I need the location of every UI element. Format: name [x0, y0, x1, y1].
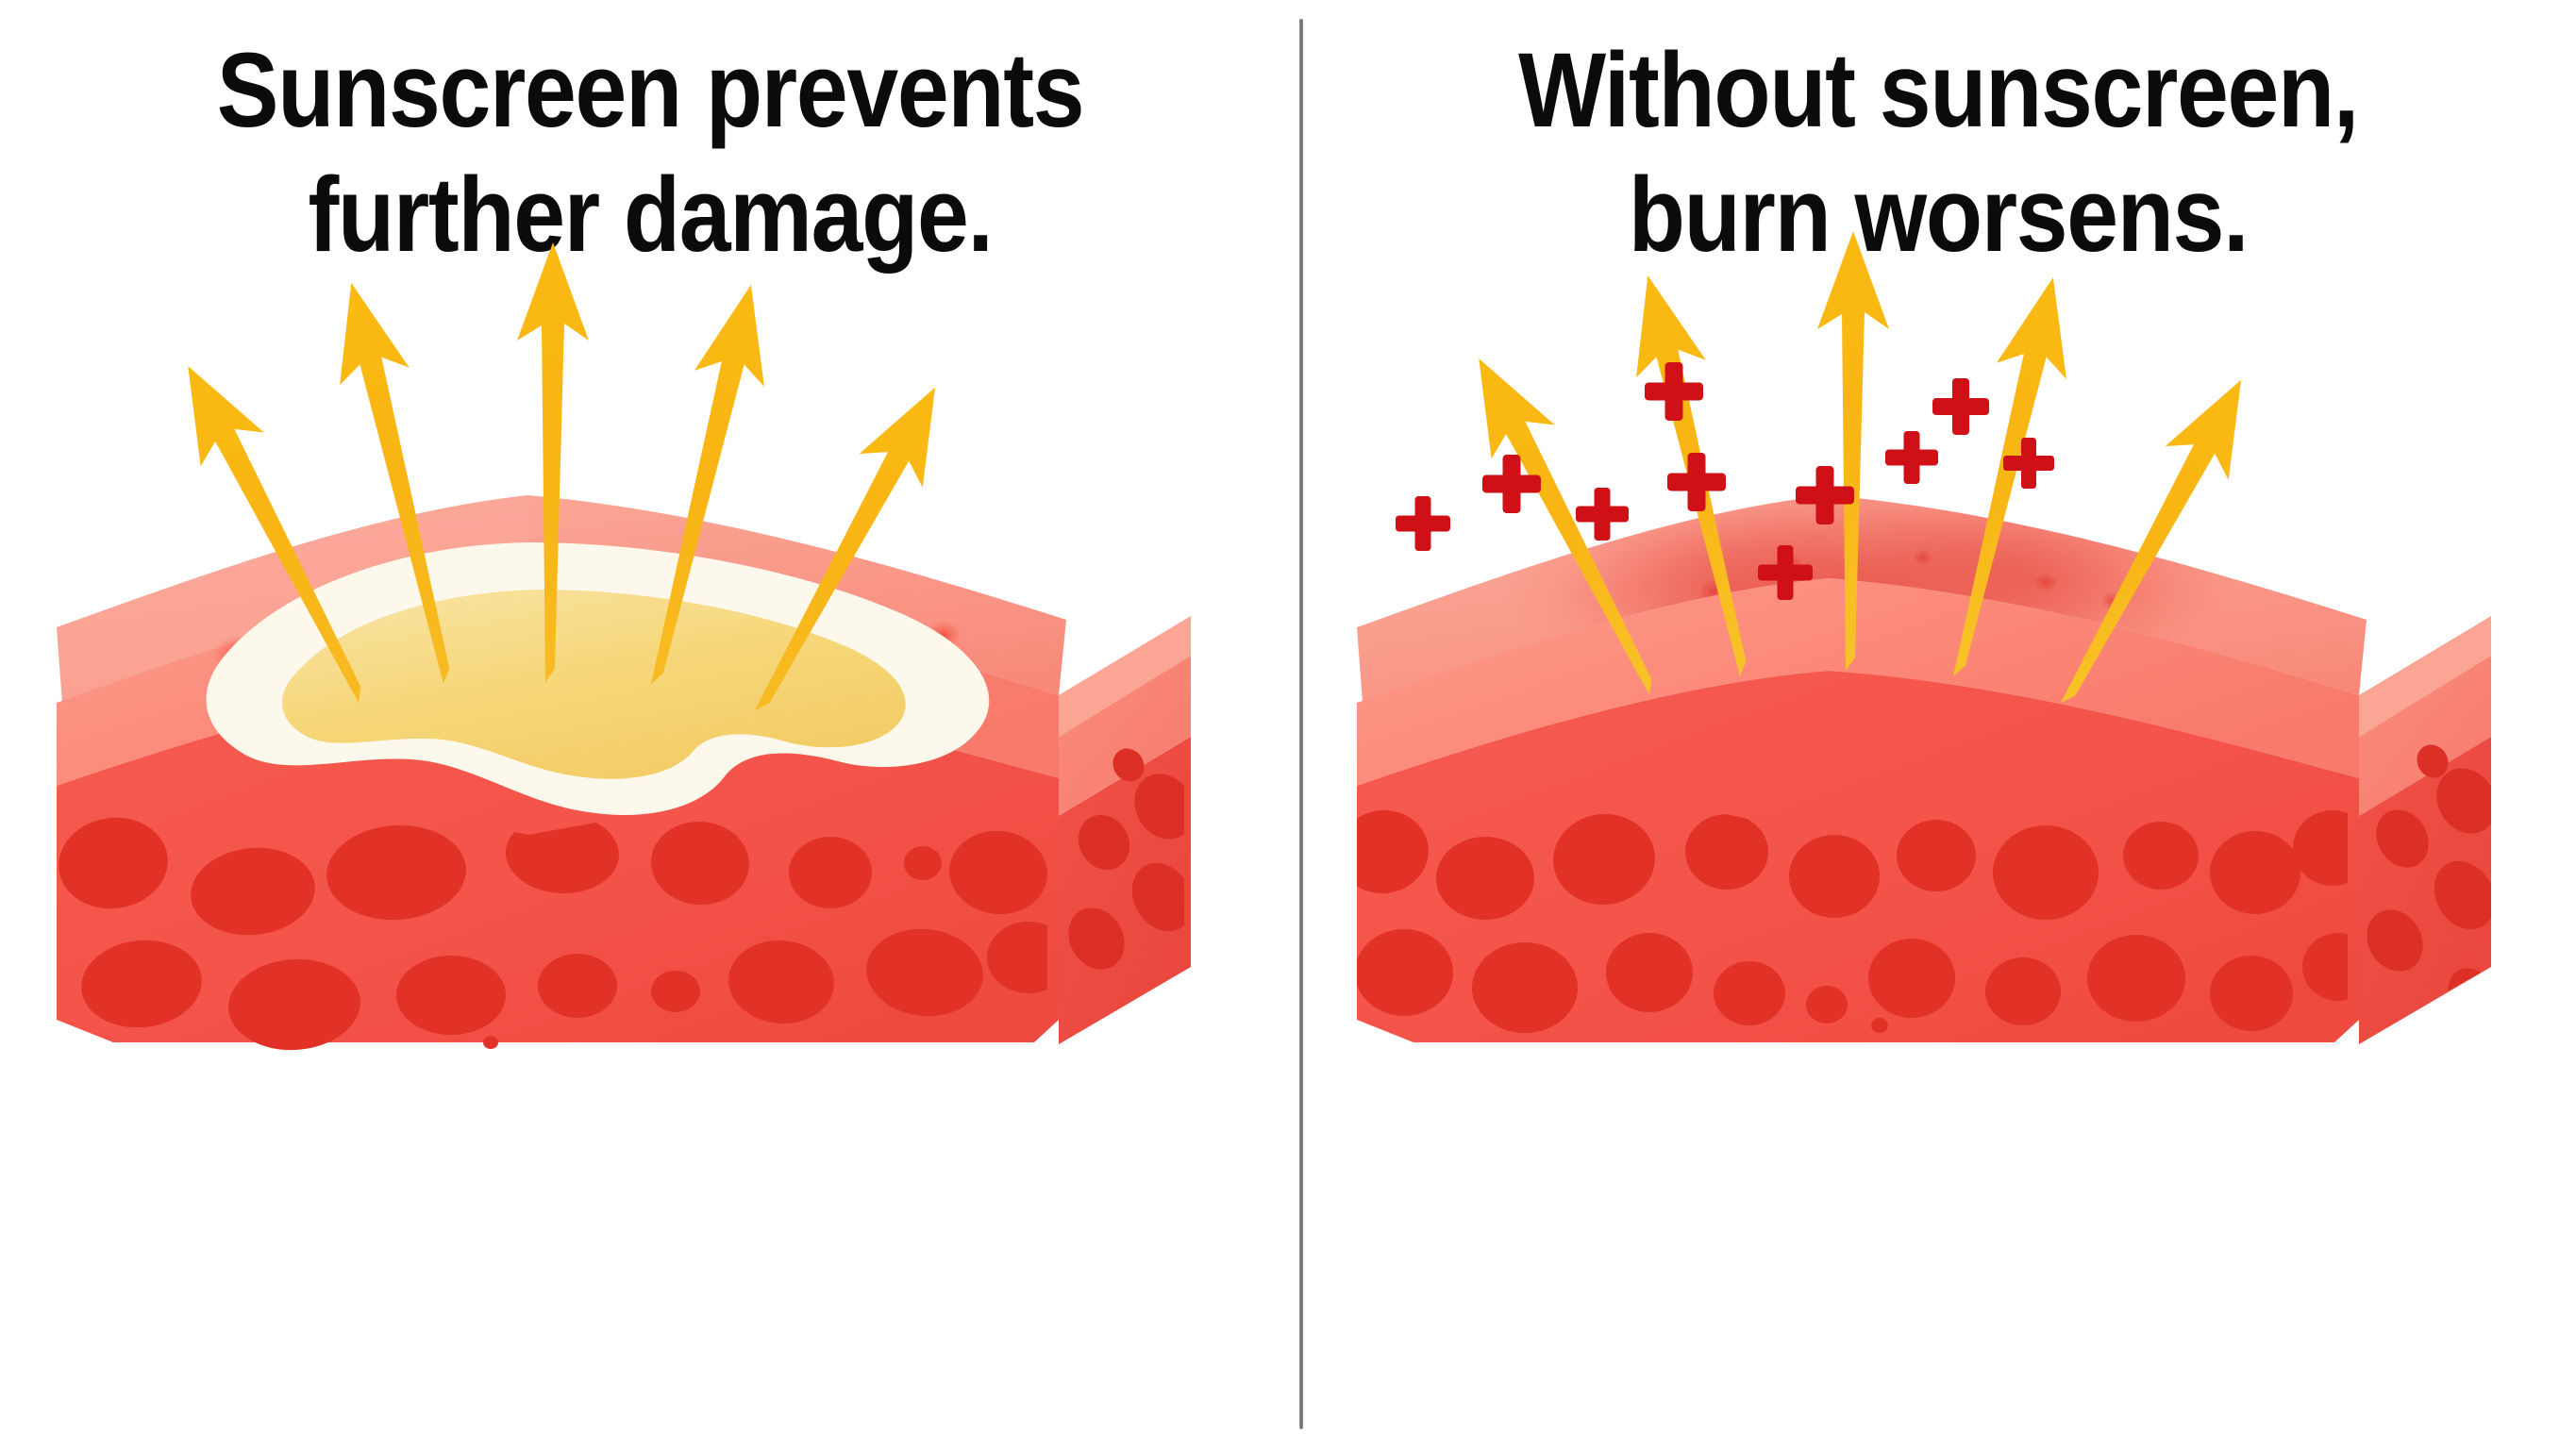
burn-plus-mark	[1396, 496, 1450, 551]
epidermis-band-side	[1059, 656, 1191, 816]
burn-plus-mark	[2003, 438, 2054, 489]
epidermis-band-side	[2359, 656, 2491, 816]
uv-arrows-group	[188, 242, 936, 710]
burn-plus-mark	[1796, 466, 1854, 524]
uv-arrow-penetrating	[1817, 231, 1889, 671]
burn-plus-mark	[1932, 378, 1989, 435]
burn-plus-mark	[1885, 431, 1938, 484]
panel-sunscreen-protected: Sunscreen prevents further damage.	[0, 31, 1300, 1439]
uv-arrow-reflected	[651, 284, 764, 684]
burn-plus-bar-vertical	[2021, 438, 2036, 489]
dermis-cell	[59, 813, 1047, 1051]
panel-divider	[1299, 19, 1303, 1429]
burn-plus-mark	[1667, 453, 1726, 511]
burn-plus-bar-vertical	[1952, 378, 1969, 435]
uv-arrow-penetrating	[1479, 358, 1652, 695]
epidermis-top-side	[1059, 616, 1191, 737]
dermis-cells-front-group	[1357, 809, 2348, 1033]
dermis-cell	[1357, 809, 2348, 1033]
dermis-cells-front-group	[59, 813, 1047, 1051]
burn-plus-bar-vertical	[1903, 431, 1920, 484]
burn-plus-bar-vertical	[1594, 488, 1611, 541]
skin-block-burned-svg	[1357, 231, 2491, 1044]
uv-arrow-reflected	[755, 387, 936, 710]
burn-plus-mark	[1758, 545, 1813, 600]
burn-plus-bar-vertical	[1687, 453, 1706, 511]
burn-plus-bar-vertical	[1664, 362, 1683, 421]
uv-arrow-penetrating	[2061, 379, 2242, 703]
panel-no-sunscreen-burned: Without sunscreen, burn worsens.	[1300, 0, 2576, 1448]
uv-arrow-reflected	[340, 283, 450, 684]
panel-left-heading: Sunscreen prevents further damage.	[216, 31, 1085, 275]
burn-plus-bar-vertical	[1815, 466, 1834, 524]
burn-plus-bar-vertical	[1502, 455, 1521, 513]
burn-plus-mark	[1482, 455, 1541, 513]
skin-block-protected-svg	[57, 242, 1191, 1051]
burn-plus-mark	[1645, 362, 1703, 421]
burn-plus-bar-vertical	[1414, 496, 1431, 551]
skin-cross-section-burned	[1300, 212, 2576, 1439]
burn-plus-mark	[1576, 488, 1629, 541]
uv-arrow-penetrating	[1953, 276, 2066, 676]
burn-marks-group	[1396, 362, 2054, 600]
uv-arrow-reflected	[517, 242, 589, 682]
burn-plus-bar-vertical	[1777, 545, 1794, 600]
uv-arrows-group	[1479, 231, 2242, 703]
panel-right-heading: Without sunscreen, burn worsens.	[1518, 31, 2359, 275]
epidermis-top-side	[2359, 616, 2491, 737]
skin-cross-section-protected	[0, 212, 1300, 1439]
uv-arrow-reflected	[188, 366, 361, 703]
